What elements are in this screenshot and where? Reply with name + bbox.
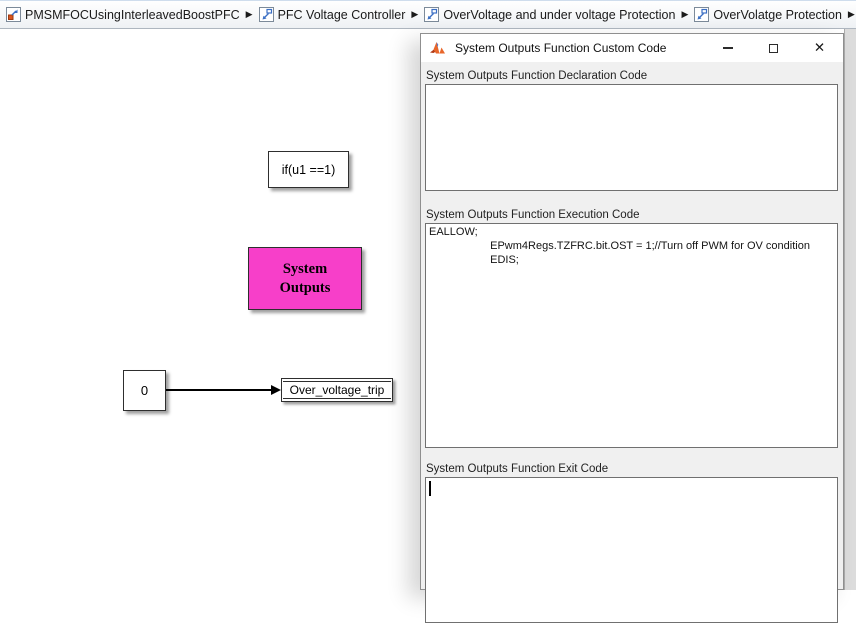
window-controls: ✕ xyxy=(720,41,833,56)
dialog-title: System Outputs Function Custom Code xyxy=(455,41,667,55)
data-store-label: Over_voltage_trip xyxy=(289,383,385,397)
breadcrumb-label: PFC Voltage Controller xyxy=(277,7,406,22)
if-block[interactable]: if(u1 ==1) xyxy=(268,151,349,188)
breadcrumb-item-pfc-voltage-controller[interactable]: PFC Voltage Controller xyxy=(258,7,406,22)
breadcrumb-label: OverVoltage and under voltage Protection xyxy=(443,7,676,22)
if-block-label: if(u1 ==1) xyxy=(281,162,336,177)
matlab-icon xyxy=(429,40,446,56)
minimize-icon[interactable] xyxy=(720,41,735,56)
text-cursor xyxy=(429,481,431,496)
window-edge-strip xyxy=(844,29,856,590)
data-store-write-block[interactable]: Over_voltage_trip xyxy=(281,378,393,402)
breadcrumb-item-model[interactable]: PMSMFOCUsingInterleavedBoostPFC xyxy=(6,7,240,22)
signal-wire-arrowhead xyxy=(271,385,281,395)
breadcrumb-label: OverVolatge Protection xyxy=(713,7,842,22)
constant-value: 0 xyxy=(140,383,149,398)
constant-block[interactable]: 0 xyxy=(123,370,166,411)
subsystem-icon xyxy=(258,7,274,22)
execution-code-textarea[interactable]: EALLOW; EPwm4Regs.TZFRC.bit.OST = 1;//Tu… xyxy=(425,223,838,448)
exit-code-label: System Outputs Function Exit Code xyxy=(426,463,609,475)
signal-wire[interactable] xyxy=(166,389,272,391)
execution-code-label: System Outputs Function Execution Code xyxy=(426,209,640,221)
model-icon xyxy=(6,7,21,22)
breadcrumb-label: PMSMFOCUsingInterleavedBoostPFC xyxy=(25,7,240,22)
exit-code-textarea[interactable] xyxy=(425,477,838,623)
breadcrumb-separator-icon: ▶ xyxy=(681,9,689,19)
close-icon[interactable]: ✕ xyxy=(813,40,826,56)
system-outputs-block[interactable]: System Outputs xyxy=(248,247,362,310)
custom-code-dialog: System Outputs Function Custom Code ✕ Sy… xyxy=(420,33,844,623)
breadcrumb-item-overvoltage-undervoltage[interactable]: OverVoltage and under voltage Protection xyxy=(424,7,675,22)
breadcrumb-separator-icon: ▶ xyxy=(411,9,419,19)
subsystem-icon xyxy=(694,7,710,22)
system-outputs-label-line1: System xyxy=(282,261,328,278)
breadcrumb-item-overvoltage-protection[interactable]: OverVolatge Protection xyxy=(694,7,842,22)
declaration-code-textarea[interactable] xyxy=(425,84,838,191)
dialog-titlebar[interactable]: System Outputs Function Custom Code ✕ xyxy=(421,34,843,62)
declaration-code-label: System Outputs Function Declaration Code xyxy=(426,70,648,82)
breadcrumb-separator-icon: ▶ xyxy=(245,9,253,19)
system-outputs-label-line2: Outputs xyxy=(279,279,331,296)
subsystem-icon xyxy=(424,7,440,22)
breadcrumb: PMSMFOCUsingInterleavedBoostPFC ▶ PFC Vo… xyxy=(0,0,856,29)
maximize-icon[interactable] xyxy=(766,41,781,56)
breadcrumb-separator-icon: ▶ xyxy=(847,9,855,19)
